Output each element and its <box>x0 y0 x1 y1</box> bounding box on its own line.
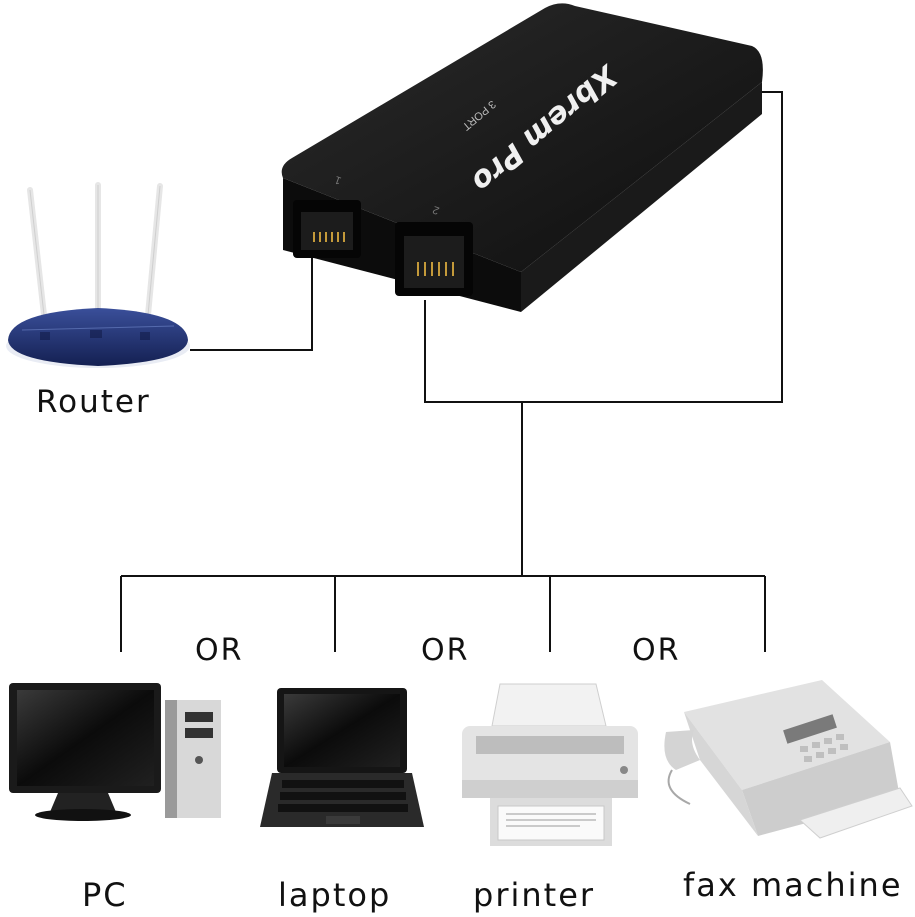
or-label-3: OR <box>632 633 681 668</box>
port-2-number: 2 <box>431 203 441 216</box>
or-label-2: OR <box>421 633 470 668</box>
splitter-device: 1 2 Xbrem Pro 3 PORT <box>281 3 763 312</box>
or-label-1: OR <box>195 633 244 668</box>
fax-machine-label: fax machine <box>683 866 903 904</box>
splitter-loop-wire <box>424 91 783 403</box>
laptop-label: laptop <box>278 876 392 914</box>
laptop-icon <box>260 688 424 827</box>
port-1-number: 1 <box>333 173 343 186</box>
device-top-face <box>281 3 763 273</box>
printer-label: printer <box>473 876 596 914</box>
router-label: Router <box>36 384 151 420</box>
connection-lines <box>120 91 783 652</box>
router-wire <box>190 258 313 351</box>
printer-icon <box>462 683 638 846</box>
device-side-face <box>521 82 762 312</box>
router-icon <box>6 182 190 368</box>
pc-label: PC <box>82 876 128 914</box>
rj11-port-1 <box>293 200 361 258</box>
rj11-port-2 <box>395 222 473 296</box>
fax-machine-icon <box>664 680 913 839</box>
pc-icon <box>9 683 221 821</box>
